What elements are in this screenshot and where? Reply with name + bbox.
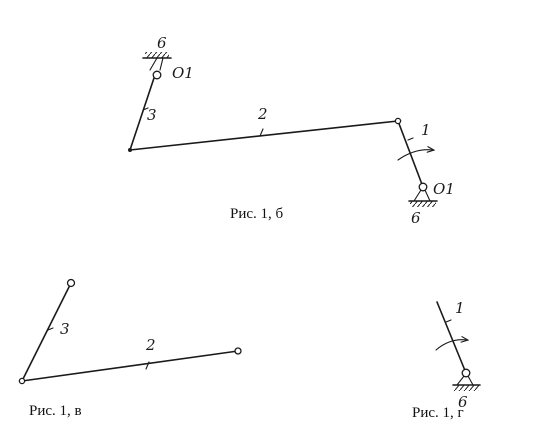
tick-link-1 xyxy=(407,137,414,141)
link-2 xyxy=(129,120,399,151)
label-link-2-v: 2 xyxy=(145,336,156,354)
joint-o1-top xyxy=(152,70,162,80)
joint-o1-bottom xyxy=(418,182,428,192)
figure-b: 6 O1 3 2 1 6 O1 Рис. 1, б xyxy=(128,34,455,227)
joint-3-2 xyxy=(128,148,132,152)
joint-bottom-v xyxy=(18,377,26,385)
ground-hatch-g xyxy=(454,385,479,391)
caption-figure-b: Рис. 1, б xyxy=(230,206,284,222)
figure-g: 1 6 Рис. 1, г xyxy=(412,299,481,421)
joint-pivot-g xyxy=(461,368,471,378)
label-link-1: 1 xyxy=(421,121,431,139)
support-bottom: 6 O1 xyxy=(408,180,455,227)
support-leg-left-g xyxy=(456,375,465,386)
support-g: 6 xyxy=(452,375,481,411)
rotation-arrow-b xyxy=(397,150,433,161)
link-1 xyxy=(397,120,424,188)
label-pivot-top: O1 xyxy=(172,64,194,82)
tick-link-2-v xyxy=(145,361,150,370)
ground-hatch-top xyxy=(145,52,169,58)
label-link-3: 3 xyxy=(147,106,157,124)
support-leg-right-g xyxy=(467,375,474,386)
link-1-g xyxy=(436,301,467,374)
support-top: 6 O1 xyxy=(142,34,194,82)
caption-figure-v: Рис. 1, в xyxy=(29,403,82,419)
label-link-3-v: 3 xyxy=(60,320,70,338)
figure-v: 3 2 Рис. 1, в xyxy=(18,278,242,419)
support-leg-left xyxy=(149,57,158,71)
rotation-arrow-g xyxy=(435,340,467,351)
tick-link-3 xyxy=(142,107,149,111)
joint-2-1 xyxy=(394,117,402,125)
link-3 xyxy=(129,74,156,151)
joint-top-v xyxy=(66,278,76,288)
support-leg-left-bottom xyxy=(413,189,422,202)
label-support-bottom: 6 xyxy=(411,209,421,227)
caption-figure-g: Рис. 1, г xyxy=(412,405,464,421)
joint-end-v xyxy=(234,347,242,355)
support-leg-right-bottom xyxy=(424,189,431,202)
label-link-2: 2 xyxy=(257,105,268,123)
tick-link-1-g xyxy=(445,319,452,323)
label-support-top: 6 xyxy=(157,34,167,52)
ground-hatch-bottom xyxy=(410,201,436,207)
support-leg-right xyxy=(159,57,164,71)
label-link-1-g: 1 xyxy=(455,299,465,317)
tick-link-3-v xyxy=(47,327,54,331)
tick-link-2 xyxy=(259,128,264,137)
label-support-g: 6 xyxy=(458,393,468,411)
label-pivot-bottom: O1 xyxy=(433,180,455,198)
link-2-v xyxy=(21,350,239,382)
link-3-v xyxy=(21,282,72,382)
